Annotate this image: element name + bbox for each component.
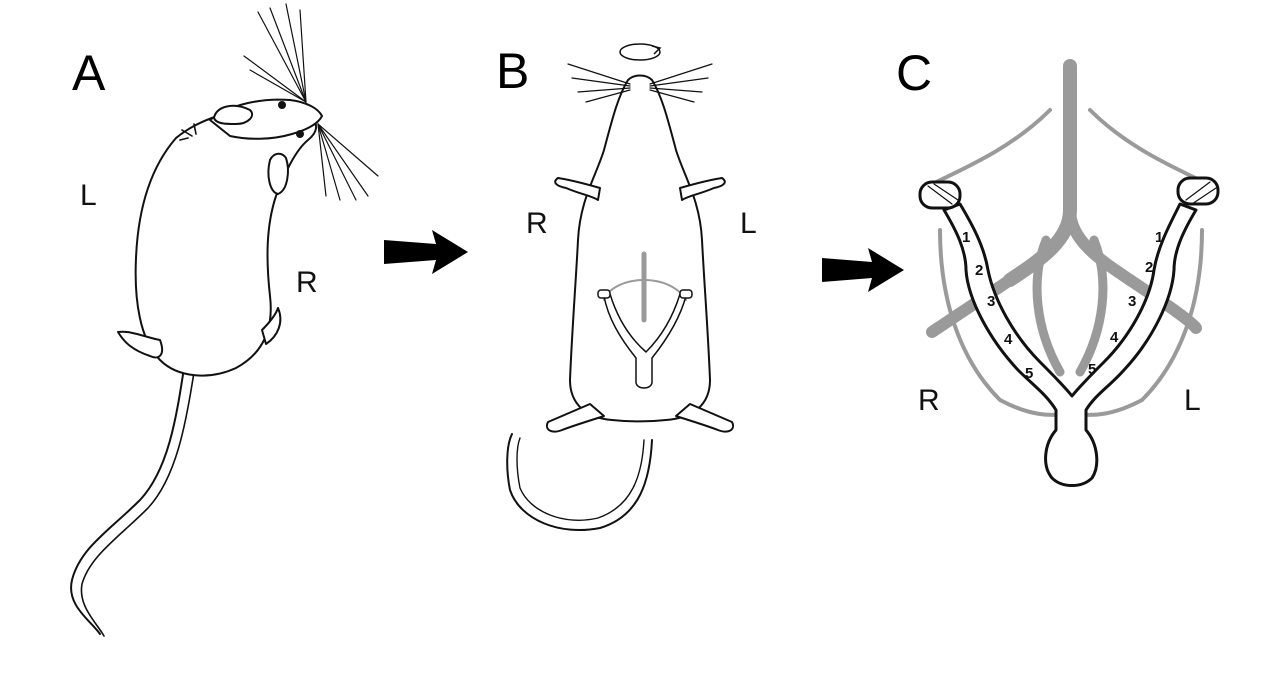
panel-b-letter: B <box>496 43 529 99</box>
mouse-a-eye <box>278 101 286 109</box>
mouse-a-front-paw <box>179 123 197 141</box>
arrow-right-icon <box>384 230 468 274</box>
blood-vessels <box>922 59 1218 417</box>
mouse-b-tail <box>506 433 653 532</box>
horn-left-number-2: 2 <box>1145 259 1153 276</box>
horn-right-number-1: 1 <box>962 229 970 246</box>
mouse-a-tail <box>70 367 185 635</box>
panel-b: B R L <box>496 43 757 532</box>
horn-left-number-1: 1 <box>1155 229 1163 246</box>
uterus <box>942 202 1198 487</box>
panel-c-letter: C <box>896 45 932 101</box>
ovary-right <box>918 180 962 210</box>
panel-a-letter: A <box>72 45 106 101</box>
arrow-right-icon-2 <box>822 248 904 292</box>
panel-c-left-label: R <box>918 384 940 417</box>
horn-right-number-2: 2 <box>975 262 983 279</box>
mouse-a-hind-paw-right <box>261 307 282 345</box>
mouse-b-forelimb-right <box>679 177 726 201</box>
mini-uterus <box>597 251 693 389</box>
mouse-a-hind-paw-left <box>117 330 164 359</box>
horn-left-number-4: 4 <box>1110 329 1119 346</box>
mouse-b-forelimb-left <box>554 177 601 201</box>
panel-a-right-label: R <box>296 266 318 299</box>
horn-left-number-5: 5 <box>1088 361 1096 378</box>
mouse-a-body <box>134 107 318 377</box>
horn-left-number-3: 3 <box>1128 293 1136 310</box>
panel-c: C R L 1 2 3 4 5 <box>896 45 1220 487</box>
panel-b-right-label: L <box>740 207 757 240</box>
rotation-arrow-icon <box>619 43 662 61</box>
panel-a-left-label: L <box>80 179 97 212</box>
mouse-b-whiskers <box>567 63 713 103</box>
mouse-a-whiskers <box>243 3 379 201</box>
horn-right-number-3: 3 <box>987 293 995 310</box>
panel-b-left-label: R <box>526 207 548 240</box>
mouse-a-ear-right <box>267 152 289 195</box>
horn-right-number-4: 4 <box>1004 331 1013 348</box>
mouse-b-tail-inner <box>516 437 645 521</box>
panel-a: A L R <box>70 3 379 637</box>
mouse-a-tail-inner <box>80 371 195 637</box>
mouse-a-eye-2 <box>296 130 304 138</box>
mouse-b-hindlimb-right <box>675 403 734 433</box>
mouse-b-body <box>569 74 711 423</box>
mouse-a-ear-left <box>213 104 254 125</box>
panel-c-right-label: L <box>1184 384 1201 417</box>
horn-right-number-5: 5 <box>1025 365 1033 382</box>
mouse-b-hindlimb-left <box>546 403 605 433</box>
ovary-left <box>1176 176 1220 206</box>
